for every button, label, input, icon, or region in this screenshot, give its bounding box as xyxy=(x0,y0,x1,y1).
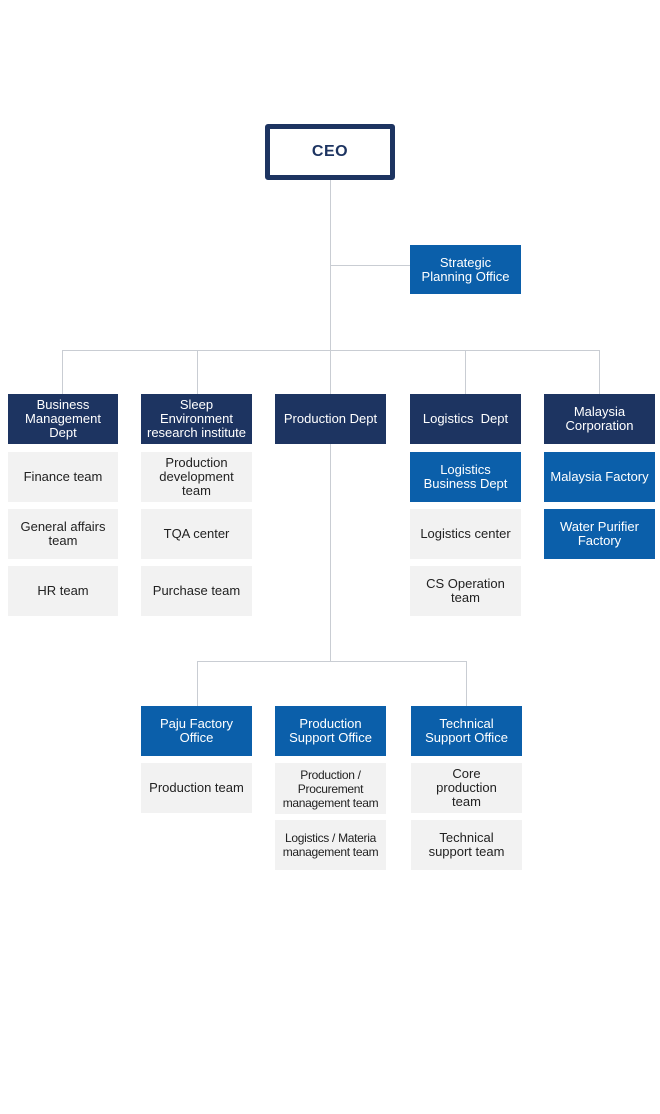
connector-office-tech xyxy=(466,661,467,706)
team-finance: Finance team xyxy=(8,452,118,502)
dept-malaysia-corporation: Malaysia Corporation xyxy=(544,394,655,444)
office-paju-factory: Paju Factory Office xyxy=(141,706,252,756)
team-purchase: Purchase team xyxy=(141,566,252,616)
connector-strategic xyxy=(330,265,410,266)
connector-dept-business xyxy=(62,350,63,394)
connector-dept-malaysia xyxy=(599,350,600,394)
team-general-affairs: General affairs team xyxy=(8,509,118,559)
team-production-development: Production development team xyxy=(141,452,252,502)
connector-dept-sleep xyxy=(197,350,198,394)
connector-office-bus xyxy=(197,661,467,662)
team-cs-operation: CS Operation team xyxy=(410,566,521,616)
dept-production: Production Dept xyxy=(275,394,386,444)
team-hr: HR team xyxy=(8,566,118,616)
team-core-production: Core production team xyxy=(411,763,522,813)
office-technical-support: Technical Support Office xyxy=(411,706,522,756)
office-production-support: Production Support Office xyxy=(275,706,386,756)
connector-office-paju xyxy=(197,661,198,706)
dept-logistics: Logistics Dept xyxy=(410,394,521,444)
connector-dept-logistics xyxy=(465,350,466,394)
water-purifier-factory: Water Purifier Factory xyxy=(544,509,655,559)
logistics-business-dept: Logistics Business Dept xyxy=(410,452,521,502)
team-production-procurement-management: Production / Procurement management team xyxy=(275,763,386,814)
ceo-box: CEO xyxy=(265,124,395,180)
strategic-planning-office: Strategic Planning Office xyxy=(410,245,521,294)
dept-sleep-environment: Sleep Environment research institute xyxy=(141,394,252,444)
dept-business-management: Business Management Dept xyxy=(8,394,118,444)
connector-dept-bus xyxy=(62,350,600,351)
team-logistics-center: Logistics center xyxy=(410,509,521,559)
malaysia-factory: Malaysia Factory xyxy=(544,452,655,502)
team-tqa-center: TQA center xyxy=(141,509,252,559)
team-technical-support: Technical support team xyxy=(411,820,522,870)
team-logistics-materia-management: Logistics / Materia management team xyxy=(275,820,386,870)
team-production: Production team xyxy=(141,763,252,813)
